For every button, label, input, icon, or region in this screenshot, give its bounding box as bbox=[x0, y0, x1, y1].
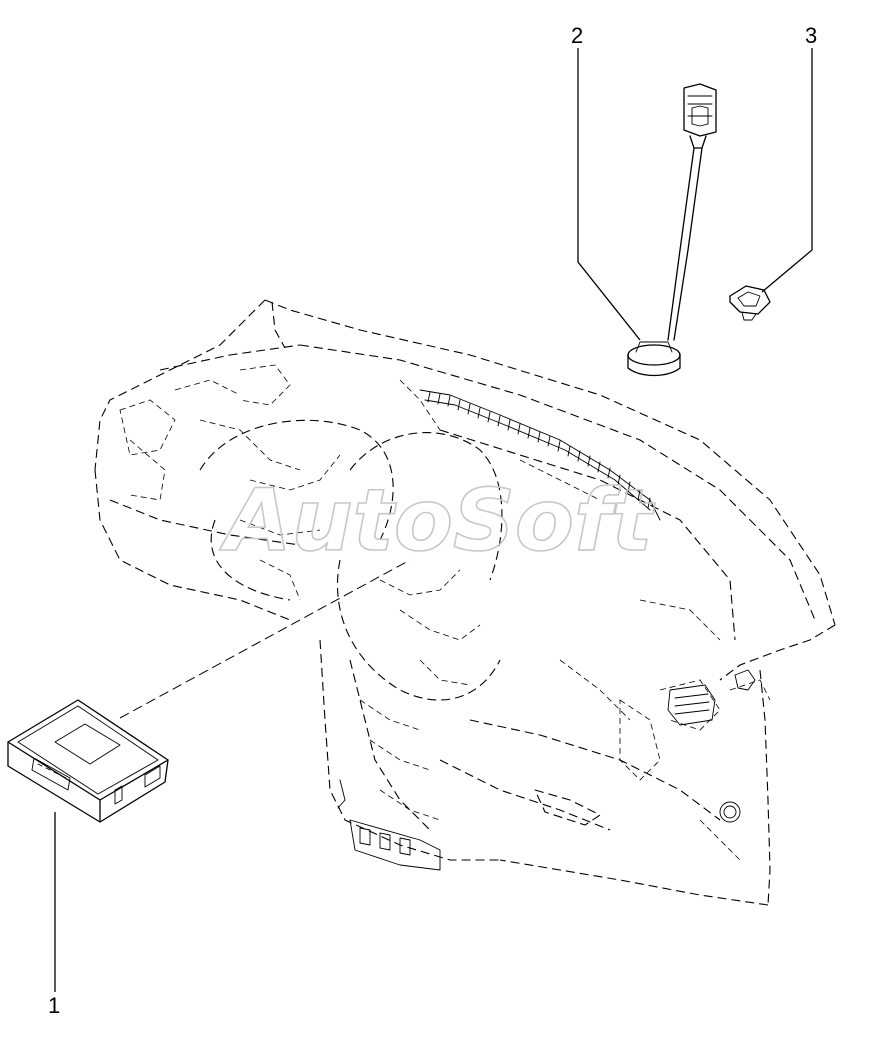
callout-2: 2 bbox=[571, 23, 583, 48]
watermark: AutoSoft bbox=[219, 471, 655, 571]
side-vent bbox=[667, 669, 756, 823]
callout-3: 3 bbox=[805, 23, 817, 48]
leader-lines bbox=[54, 48, 813, 992]
callout-1: 1 bbox=[48, 993, 60, 1018]
control-module bbox=[7, 699, 169, 823]
dashboard-assembly bbox=[94, 299, 836, 906]
defroster-vent-grille bbox=[419, 389, 661, 521]
retaining-clip bbox=[729, 285, 771, 321]
sensor-with-lead bbox=[627, 83, 717, 377]
console-mount bbox=[337, 779, 441, 871]
